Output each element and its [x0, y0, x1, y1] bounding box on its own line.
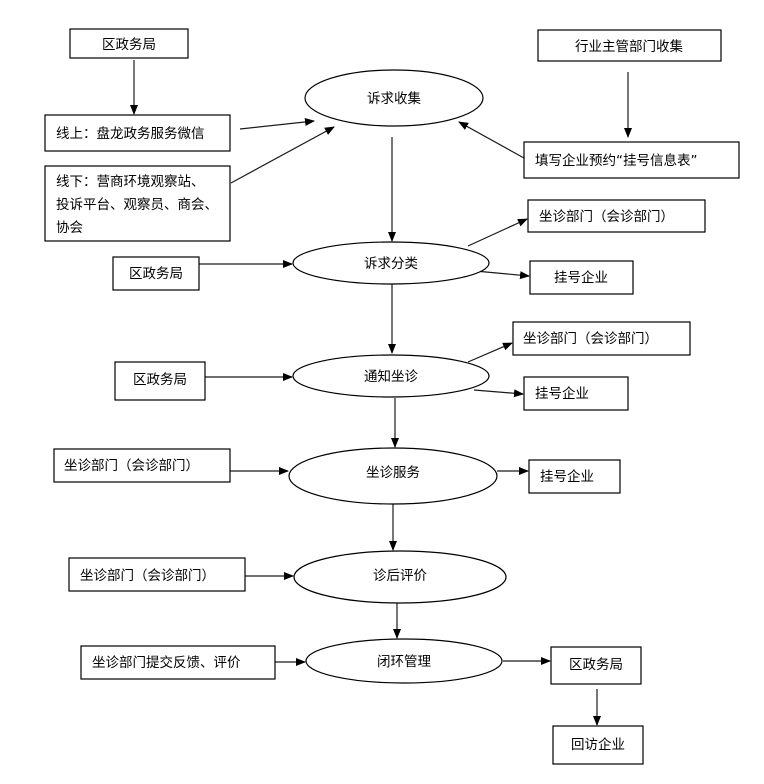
node-district-bureau-bottom: 区政务局	[550, 646, 642, 685]
node-label: 通知坐诊	[364, 368, 418, 385]
edge-classification-to-dept1	[467, 218, 528, 247]
node-consult-dept-1: 坐诊部门（会诊部门）	[527, 199, 706, 233]
node-consultation-service: 坐诊服务	[288, 447, 498, 505]
node-consult-dept-2: 坐诊部门（会诊部门）	[512, 321, 691, 356]
node-label: 挂号企业	[554, 269, 608, 286]
node-district-bureau-top: 区政务局	[69, 28, 189, 59]
edge-notify-to-company2	[473, 389, 524, 398]
edge-classification-to-company1	[474, 270, 530, 280]
edge-offline-to-collection	[230, 126, 335, 184]
node-label: 闭环管理	[377, 654, 431, 670]
node-label: 区政务局	[102, 37, 156, 53]
node-label: 坐诊部门（会诊部门）	[523, 331, 658, 347]
node-fill-registration-form: 填写企业预约“挂号信息表”	[523, 141, 740, 179]
node-post-evaluation: 诊后评价	[293, 550, 507, 604]
node-label: 挂号企业	[535, 385, 589, 402]
node-label: 行业主管部门收集	[575, 39, 683, 55]
node-label: 坐诊部门（会诊部门）	[539, 209, 674, 225]
node-registered-company-3: 挂号企业	[528, 459, 621, 494]
node-label: 诉求收集	[367, 91, 421, 107]
node-registered-company-1: 挂号企业	[529, 260, 634, 295]
node-label: 坐诊部门（会诊部门）	[80, 568, 215, 584]
edge-form-to-collection	[458, 121, 525, 159]
edge-notify-to-dept2	[467, 342, 513, 363]
node-label: 挂号企业	[540, 468, 594, 485]
node-consult-dept-left-1: 坐诊部门（会诊部门）	[53, 448, 231, 483]
node-label: 区政务局	[129, 266, 183, 282]
node-offline-channel: 线下：营商环境观察站、 投诉平台、观察员、商会、 协会	[44, 165, 231, 242]
edges	[130, 60, 632, 726]
node-consult-dept-left-2: 坐诊部门（会诊部门）	[68, 557, 246, 592]
node-district-bureau-2: 区政务局	[112, 256, 200, 291]
node-closed-loop-management: 闭环管理	[305, 638, 503, 684]
node-label-line-2: 投诉平台、观察员、商会、	[56, 196, 218, 213]
node-label: 坐诊部门提交反馈、评价	[92, 654, 241, 671]
node-label-line-3: 协会	[56, 220, 83, 236]
node-label: 区政务局	[133, 372, 187, 388]
node-label: 填写企业预约“挂号信息表”	[535, 152, 698, 169]
node-district-bureau-3: 区政务局	[114, 361, 206, 401]
node-appeal-classification: 诉求分类	[292, 241, 490, 285]
node-label: 坐诊部门（会诊部门）	[64, 458, 199, 474]
node-label: 区政务局	[569, 657, 623, 673]
node-notify-consultation: 通知坐诊	[292, 354, 490, 398]
node-appeal-collection: 诉求收集	[304, 69, 484, 127]
node-label-line-1: 线下：营商环境观察站、	[56, 173, 205, 190]
edge-online-to-collection	[239, 117, 315, 130]
node-industry-dept-collect: 行业主管部门收集	[537, 29, 722, 62]
node-online-channel: 线上：盘龙政务服务微信	[44, 114, 231, 152]
node-label: 回访企业	[571, 736, 625, 753]
node-label: 诊后评价	[373, 568, 427, 584]
node-revisit-company: 回访企业	[552, 725, 644, 765]
node-label: 诉求分类	[364, 256, 418, 272]
node-feedback-submit: 坐诊部门提交反馈、评价	[80, 645, 276, 680]
node-label: 线上：盘龙政务服务微信	[56, 125, 205, 142]
node-registered-company-2: 挂号企业	[523, 376, 629, 411]
node-label: 坐诊服务	[366, 465, 420, 481]
